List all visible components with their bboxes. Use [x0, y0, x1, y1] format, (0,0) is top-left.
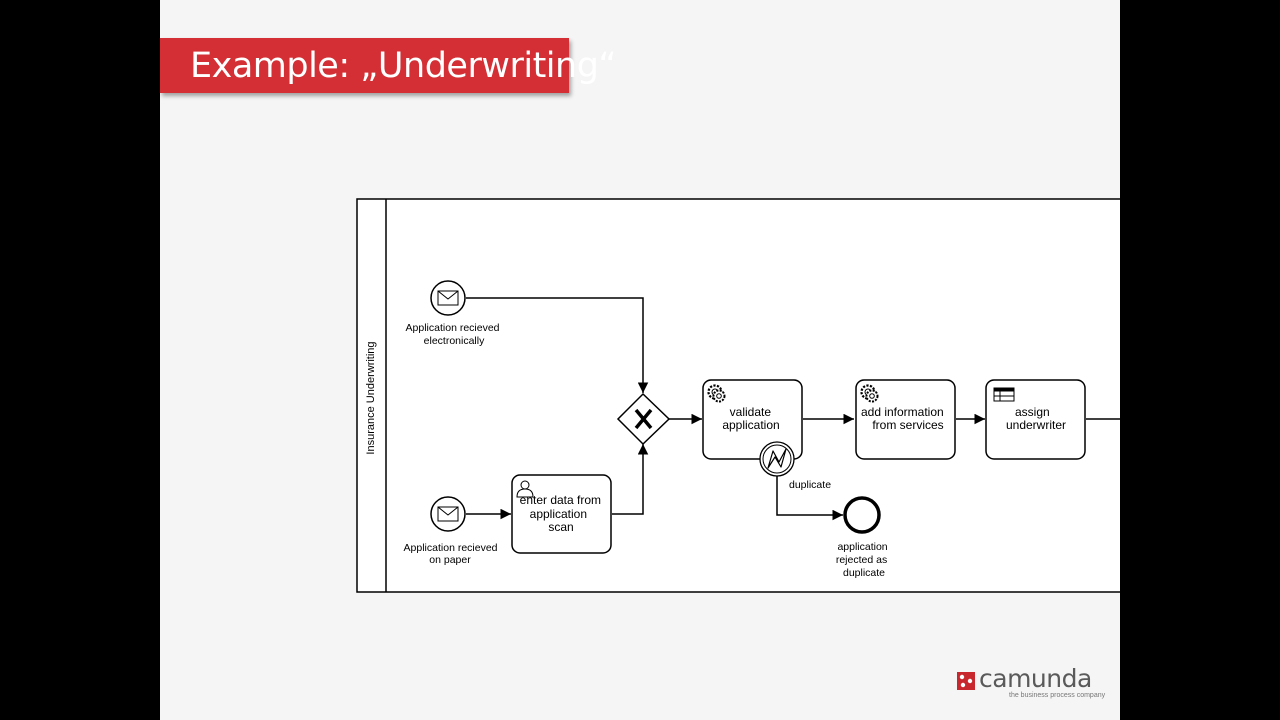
flow-enter-data-to-gateway	[612, 444, 649, 515]
start-event-paper[interactable]: Application recieved on paper	[404, 496, 501, 566]
sequence-flows	[466, 297, 1120, 521]
start-event-electronic[interactable]: Application recieved electronically	[406, 280, 503, 347]
lightning-icon	[767, 448, 787, 469]
boundary-error-event[interactable]: duplicate	[759, 441, 831, 491]
flow-error-to-end	[776, 476, 843, 521]
logo-wordmark: camunda	[979, 664, 1092, 693]
gear-icon	[707, 384, 726, 403]
end-event-rejected-label: application rejected as duplicate	[836, 541, 891, 579]
envelope-icon	[437, 290, 459, 306]
flow-electronic-to-gateway	[466, 297, 649, 393]
error-flow-label: duplicate	[789, 479, 831, 491]
end-event-rejected[interactable]: application rejected as duplicate	[836, 496, 891, 579]
bpmn-diagram: Insurance Underwriting Application recie…	[356, 198, 1120, 593]
camunda-logo: camunda the business process company	[957, 664, 1106, 702]
logo-tagline: the business process company	[1009, 692, 1106, 699]
pool-label: Insurance Underwriting	[365, 341, 377, 454]
task-validate-label: validate application	[722, 405, 779, 432]
x-icon	[634, 408, 653, 430]
envelope-icon	[437, 506, 459, 522]
task-assign-label: assign underwriter	[1006, 405, 1066, 432]
table-icon	[993, 387, 1015, 402]
start-event-electronic-label: Application recieved electronically	[406, 322, 503, 347]
exclusive-gateway[interactable]	[616, 392, 671, 446]
task-enter-data-label: enter data from application scan	[520, 493, 605, 534]
user-icon	[516, 480, 534, 498]
task-enter-data[interactable]: enter data from application scan	[511, 474, 612, 554]
task-assign-underwriter[interactable]: assign underwriter	[985, 379, 1086, 460]
title-banner: Example: „Underwriting“	[160, 38, 617, 93]
gear-icon	[860, 384, 879, 403]
task-add-info-label: add information from services	[861, 405, 947, 432]
slide-title: Example: „Underwriting“	[190, 46, 617, 86]
slide: Example: „Underwriting“ Insurance Underw…	[160, 0, 1120, 720]
start-event-paper-label: Application recieved on paper	[404, 542, 501, 566]
camunda-logo-icon	[957, 672, 975, 690]
task-validate-application[interactable]: validate application	[702, 379, 803, 460]
task-add-information[interactable]: add information from services	[855, 379, 956, 460]
